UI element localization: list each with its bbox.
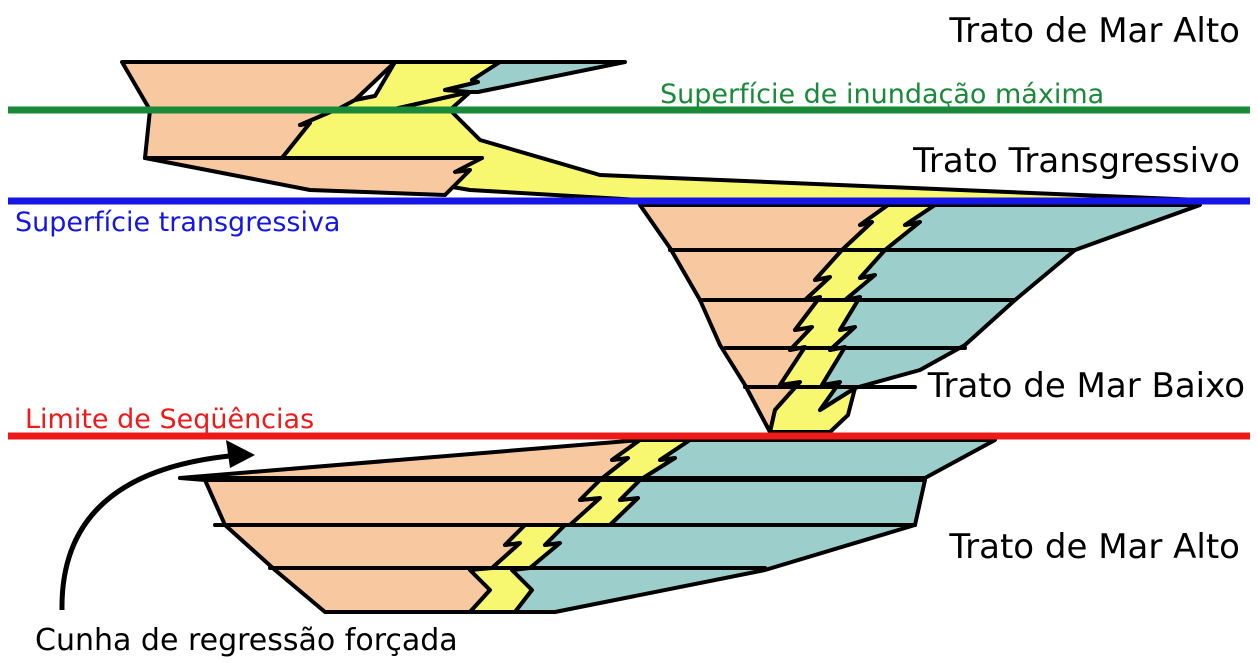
- label-max-flooding-surface: Superfície de inundação máxima: [660, 79, 1104, 110]
- label-transgressive-surface: Superfície transgressiva: [15, 207, 340, 238]
- lowstand-wedge: [638, 203, 1202, 434]
- label-forced-regression-wedge: Cunha de regressão forçada: [35, 623, 458, 658]
- forced-regression-arrow: [59, 440, 255, 611]
- label-tst: Trato Transgressivo: [912, 141, 1240, 181]
- label-lst: Trato de Mar Baixo: [927, 366, 1245, 406]
- label-sequence-boundary: Limite de Seqüências: [25, 404, 314, 435]
- lower-highstand-wedge: [178, 438, 997, 614]
- label-hst-upper: Trato de Mar Alto: [948, 11, 1240, 51]
- label-hst-lower: Trato de Mar Alto: [948, 527, 1240, 567]
